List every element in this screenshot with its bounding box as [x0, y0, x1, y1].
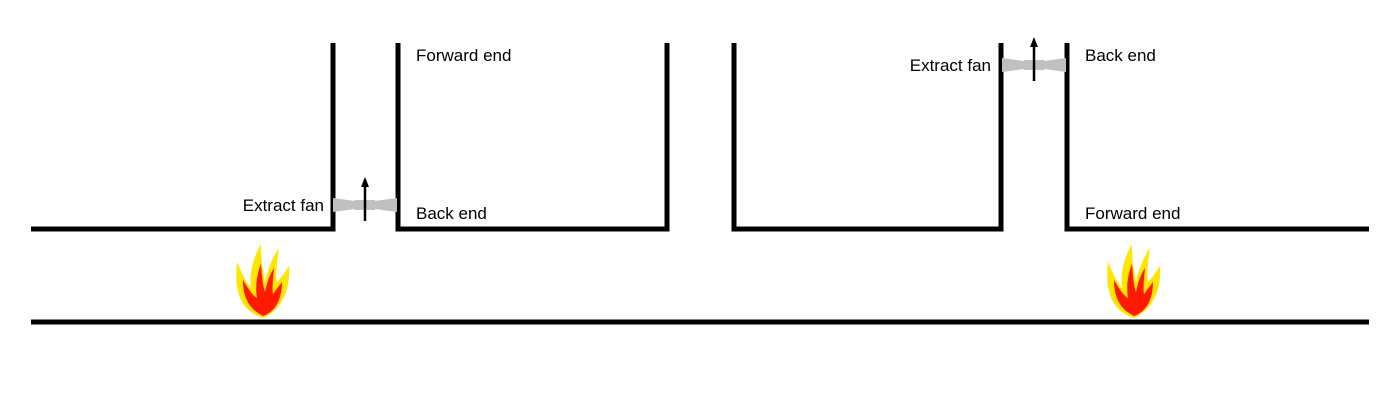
left-extract-fan: [333, 177, 397, 221]
flame-inner: [243, 264, 282, 316]
fan-blade-right: [375, 198, 397, 212]
fire-icon: [236, 244, 290, 318]
tunnel-structure: [31, 43, 1369, 325]
fan-blade-left: [333, 198, 355, 212]
left-forward-end-label: Forward end: [416, 46, 511, 65]
fire-icon: [1107, 244, 1161, 318]
right-forward-end-label: Forward end: [1085, 204, 1180, 223]
left-fire: [236, 244, 290, 318]
tunnel-upper-wall-left-segment: [31, 43, 336, 232]
right-extract-fan: [1002, 37, 1066, 81]
right-extract-fan-label: Extract fan: [910, 56, 991, 75]
tunnel-upper-wall-right-segment: [1064, 43, 1369, 232]
up-arrow-icon: [1030, 37, 1038, 81]
flame-inner: [1114, 264, 1153, 316]
left-back-end-label: Back end: [416, 204, 487, 223]
right-chamber-wall: [731, 43, 1004, 232]
right-fire: [1107, 244, 1161, 318]
fan-blade-left: [1002, 58, 1024, 72]
up-arrow-icon: [361, 177, 369, 221]
fan-blade-right: [1044, 58, 1066, 72]
left-extract-fan-label: Extract fan: [243, 196, 324, 215]
left-chamber-wall: [395, 43, 670, 232]
right-back-end-label: Back end: [1085, 46, 1156, 65]
